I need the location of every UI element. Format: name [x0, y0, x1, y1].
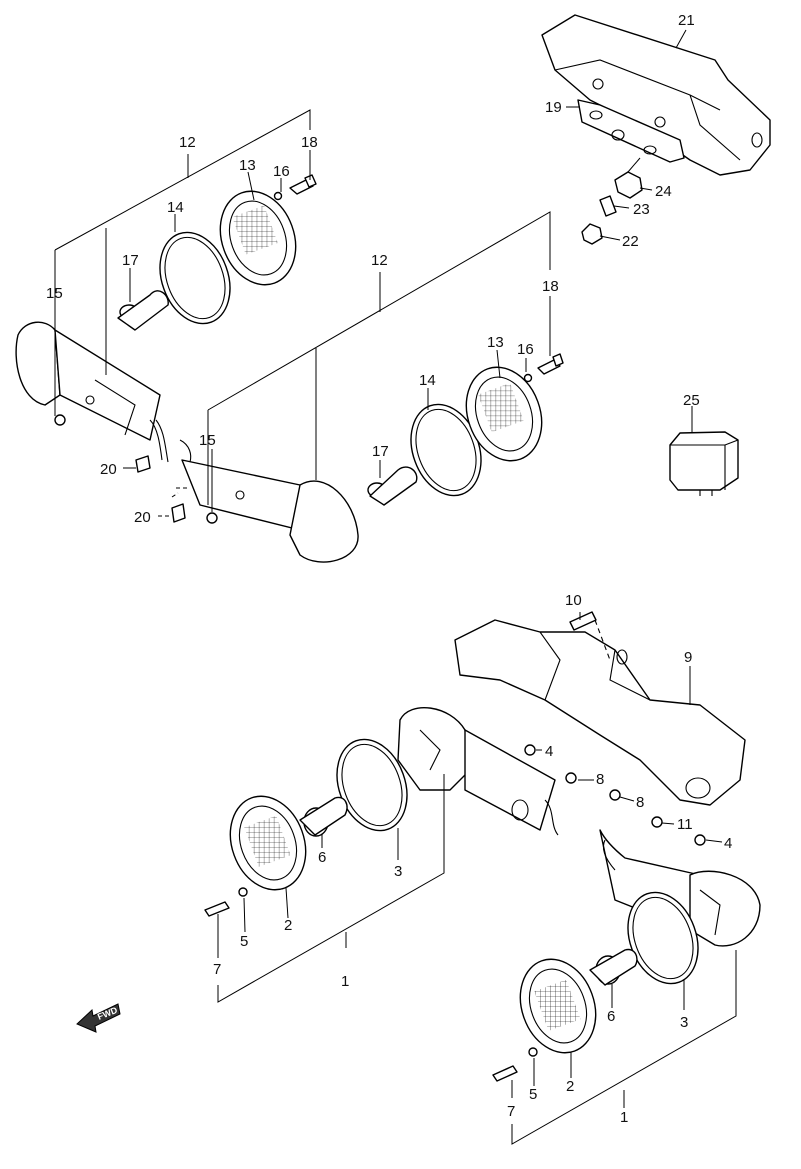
front-turn-signal-right	[492, 789, 761, 1082]
rear-turn-signal-right	[179, 353, 564, 563]
callout-24: 24	[655, 183, 672, 200]
license-bracket	[577, 99, 685, 163]
callout-8-upper: 8	[596, 771, 604, 788]
callout-18-middle: 18	[542, 278, 559, 295]
tail-light-housing	[541, 14, 771, 176]
fwd-arrow-icon: FWD	[76, 1003, 121, 1033]
relay-25	[669, 431, 739, 496]
callout-13-middle: 13	[487, 334, 504, 351]
grommet-24	[614, 157, 643, 199]
callout-20-upper: 20	[100, 461, 117, 478]
rear-turn-signal-left	[15, 174, 317, 523]
callout-11: 11	[677, 816, 693, 833]
callout-12-upper: 12	[179, 134, 196, 151]
callout-7-right: 7	[507, 1103, 515, 1120]
callout-14-middle: 14	[419, 372, 436, 389]
front-signal-bracket	[454, 611, 746, 806]
callout-6-right: 6	[607, 1008, 615, 1025]
callout-12-middle: 12	[371, 252, 388, 269]
callout-1-left: 1	[341, 973, 349, 990]
callout-14-upper: 14	[167, 199, 184, 216]
callout-3-right: 3	[680, 1014, 688, 1031]
callout-17-upper: 17	[122, 252, 139, 269]
collar-23	[599, 195, 617, 217]
callout-22: 22	[622, 233, 639, 250]
callout-7-left: 7	[213, 961, 221, 978]
callout-1-right: 1	[620, 1109, 628, 1126]
leader-lines	[54, 29, 737, 1145]
callout-3-left: 3	[394, 863, 402, 880]
callout-4-right: 4	[724, 835, 732, 852]
callout-9: 9	[684, 649, 692, 666]
callout-4-left: 4	[545, 743, 553, 760]
nut-22	[581, 223, 603, 245]
callout-16-upper: 16	[273, 163, 290, 180]
callout-16-middle: 16	[517, 341, 534, 358]
callout-21: 21	[678, 12, 695, 29]
callout-13-upper: 13	[239, 157, 256, 174]
callout-5-right: 5	[529, 1086, 537, 1103]
callout-19: 19	[545, 99, 562, 116]
callout-8-lower: 8	[636, 794, 644, 811]
callout-15-upper: 15	[46, 285, 63, 302]
callout-20-lower: 20	[134, 509, 151, 526]
callout-23: 23	[633, 201, 650, 218]
callout-10: 10	[565, 592, 582, 609]
callout-18-upper: 18	[301, 134, 318, 151]
callout-2-right: 2	[566, 1078, 574, 1095]
callout-17-middle: 17	[372, 443, 389, 460]
callout-5-left: 5	[240, 933, 248, 950]
callout-15-middle: 15	[199, 432, 216, 449]
front-turn-signal-left	[204, 706, 577, 917]
callout-25: 25	[683, 392, 700, 409]
callout-labels: 21 19 24 23 22 25 12 18 13 16 14 17 15 2…	[46, 12, 732, 1126]
callout-6-left: 6	[318, 849, 326, 866]
callout-2-left: 2	[284, 917, 292, 934]
